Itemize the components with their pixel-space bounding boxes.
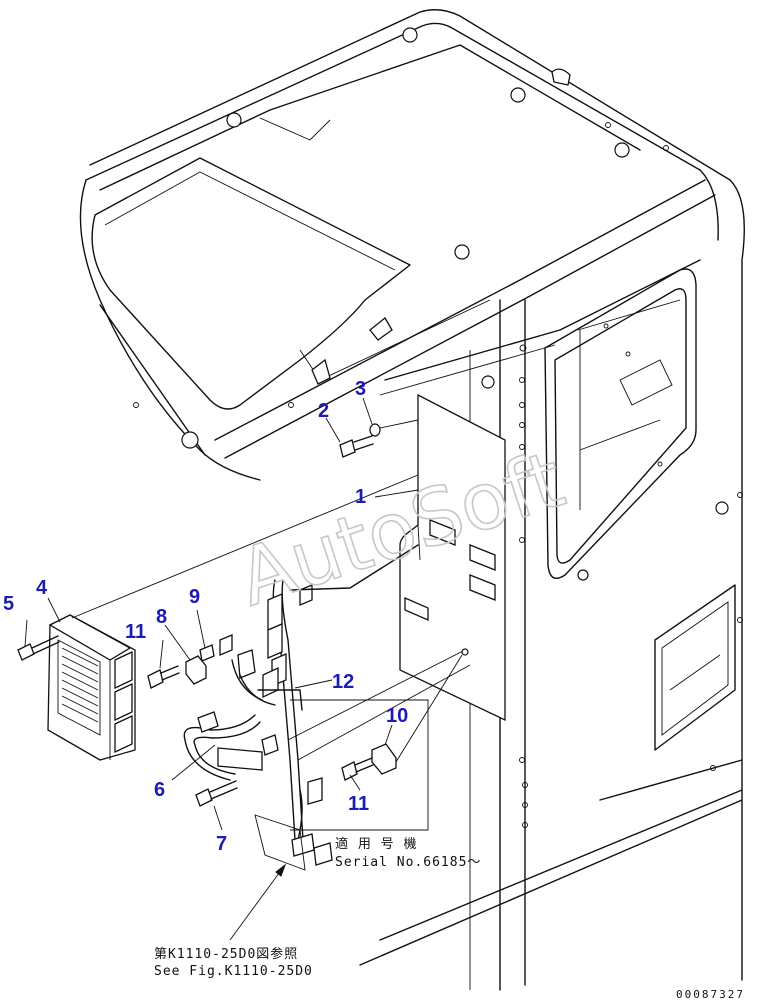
bolt-part-11-left [147, 665, 180, 689]
callout-4: 4 [36, 577, 48, 599]
callout-12: 12 [332, 671, 354, 693]
callout-8: 8 [156, 606, 167, 628]
callout-9: 9 [189, 586, 200, 608]
bolt-part-2 [339, 419, 419, 458]
callout-7: 7 [216, 833, 227, 855]
wiring-harness [183, 544, 471, 871]
cab-body [79, 9, 745, 991]
clip-part-8 [185, 655, 207, 685]
serial-range-box [290, 648, 469, 831]
reference-note-en: See Fig.K1110-25D0 [154, 964, 313, 979]
connector-part-9 [199, 644, 215, 662]
controller-unit [47, 474, 419, 761]
callout-10: 10 [386, 705, 408, 727]
callout-5: 5 [3, 593, 14, 615]
callout-11-left: 11 [125, 621, 146, 643]
serial-note-jp: 適 用 号 機 [335, 836, 417, 852]
bolt-part-5 [17, 635, 60, 661]
leader-lines [24, 397, 419, 941]
notes: 適 用 号 機 Serial No.66185～ 第K1110-25D0図参照 … [154, 836, 745, 1001]
bolt-part-7 [195, 780, 238, 807]
callout-1: 1 [355, 486, 366, 508]
callout-labels: 1 2 3 4 5 6 7 8 9 10 11 11 12 [3, 378, 408, 855]
callout-6: 6 [154, 779, 165, 801]
serial-note-en: Serial No.66185～ [335, 855, 481, 870]
callout-3: 3 [355, 378, 366, 400]
reference-note-jp: 第K1110-25D0図参照 [154, 946, 298, 962]
document-id: 00087327 [676, 988, 745, 1001]
callout-11-right: 11 [348, 793, 369, 815]
callout-2: 2 [318, 400, 329, 422]
